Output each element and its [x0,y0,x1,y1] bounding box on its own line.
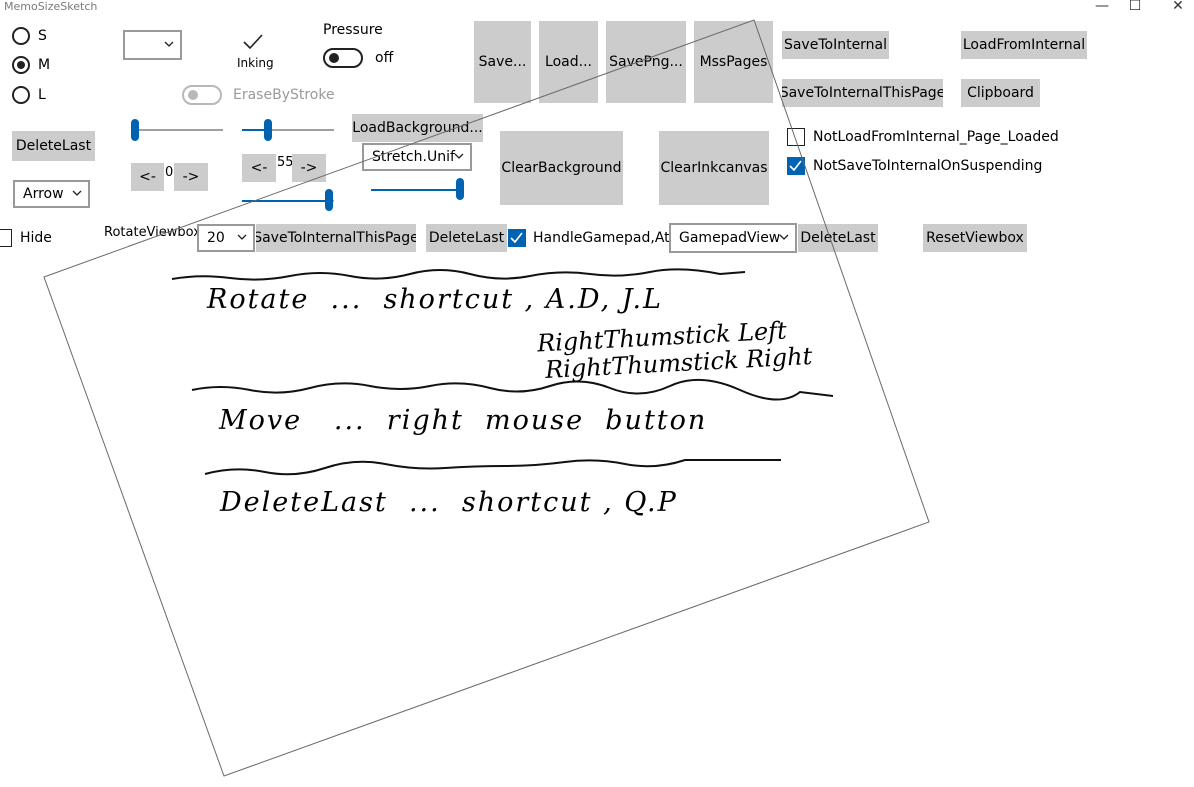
inking-checkmark-icon[interactable] [242,33,264,51]
load-background-button[interactable]: LoadBackground... [352,114,483,142]
chevron-down-icon [164,41,174,47]
slider-d-thumb[interactable] [456,178,464,200]
erase-by-stroke-label: EraseByStroke [233,87,335,103]
erase-by-stroke-toggle[interactable] [182,85,222,105]
ink-wave-1 [171,268,746,281]
slider-c-fill [242,200,328,202]
slider-b-thumb[interactable] [264,119,272,141]
color-dropdown[interactable] [123,30,182,60]
mss-pages-button[interactable]: MssPages [694,21,773,103]
not-load-label: NotLoadFromInternal_Page_Loaded [813,129,1059,145]
pointer-mode-value: Arrow [23,186,64,202]
delete-last-button-left[interactable]: DeleteLast [12,131,95,161]
pressure-toggle[interactable] [323,48,363,68]
radio-size-s-label: S [38,28,47,44]
slider-a-track [133,129,223,131]
chevron-down-icon [454,153,464,159]
gamepad-view-value: GamepadView [679,230,781,246]
slider-c-thumb[interactable] [325,189,333,211]
save-to-internal-this-page-button-2[interactable]: SaveToInternalThisPage [256,224,416,252]
counter-left-value: 0 [165,165,174,180]
save-png-button[interactable]: SavePng... [606,21,686,103]
ink-wave-3 [204,459,781,476]
radio-size-l-label: L [38,87,46,103]
ink-note-4: Move ... right mouse button [219,405,708,436]
clipboard-button[interactable]: Clipboard [961,79,1040,107]
ink-note-1: Rotate ... shortcut , A.D, J.L [207,284,663,315]
rotate-value: 20 [207,230,225,246]
save-to-internal-this-page-button[interactable]: SaveToInternalThisPage [782,79,943,107]
ink-wave-2 [191,378,834,401]
hide-checkbox[interactable] [0,229,12,247]
delete-last-button-mid[interactable]: DeleteLast [426,224,507,252]
next-button-left[interactable]: -> [174,163,208,191]
slider-a-thumb[interactable] [131,119,139,141]
checkmark-icon [789,160,802,172]
chevron-down-icon [72,190,82,196]
hide-label: Hide [20,230,52,246]
pointer-mode-dropdown[interactable]: Arrow [13,180,90,208]
not-load-checkbox[interactable] [787,128,805,146]
stretch-dropdown[interactable]: Stretch.Unif [362,143,472,171]
next-button-right[interactable]: -> [292,154,326,182]
pressure-toggle-knob [329,53,339,63]
ink-note-5: DeleteLast ... shortcut , Q.P [220,487,678,518]
prev-button-right[interactable]: <- [242,154,276,182]
inking-label: Inking [237,56,274,70]
clear-background-button[interactable]: ClearBackground [500,131,623,205]
not-save-label: NotSaveToInternalOnSuspending [813,158,1043,174]
minimize-button[interactable]: — [1095,0,1109,14]
delete-last-button-right[interactable]: DeleteLast [798,224,878,252]
window-title: MemoSizeSketch [4,0,98,13]
maximize-button[interactable]: ☐ [1128,0,1142,14]
radio-size-s[interactable] [12,27,30,45]
radio-size-l[interactable] [12,86,30,104]
stretch-dropdown-value: Stretch.Unif [372,149,455,165]
save-button[interactable]: Save... [474,21,531,103]
erase-by-stroke-knob [188,90,198,100]
load-from-internal-button[interactable]: LoadFromInternal [961,31,1087,59]
chevron-down-icon [779,234,789,240]
close-button[interactable]: ✕ [1172,0,1184,14]
radio-size-m[interactable] [12,56,30,74]
reset-viewbox-button[interactable]: ResetViewbox [923,224,1027,252]
slider-d-fill [371,189,460,191]
clear-inkcanvas-button[interactable]: ClearInkcanvas [659,131,769,205]
rotate-dropdown[interactable]: 20 [197,224,255,252]
save-to-internal-button[interactable]: SaveToInternal [782,31,889,59]
checkmark-icon [510,232,523,244]
radio-size-m-label: M [38,57,51,73]
pressure-title: Pressure [323,22,383,38]
handle-gamepad-checkbox[interactable] [508,229,526,247]
gamepad-view-dropdown[interactable]: GamepadView [669,223,797,253]
rotate-viewbox-label: RotateViewbox [104,225,201,240]
handle-gamepad-label: HandleGamepad,AtoZ [533,230,688,246]
load-button[interactable]: Load... [539,21,598,103]
not-save-checkbox[interactable] [787,157,805,175]
pressure-state: off [375,50,394,66]
chevron-down-icon [237,234,247,240]
prev-button-left[interactable]: <- [131,163,164,191]
